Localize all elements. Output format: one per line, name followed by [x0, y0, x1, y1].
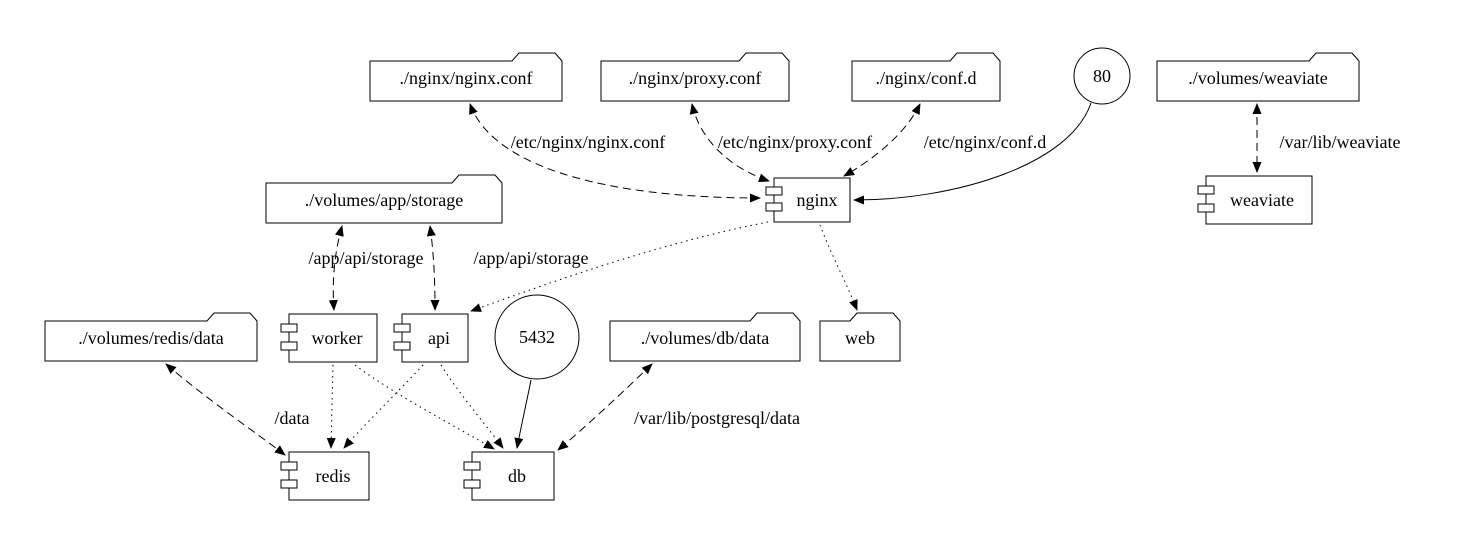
- folder-icon: [44, 312, 258, 362]
- component-tab-icon: [280, 461, 298, 471]
- edge-label-proxy-conf-mount: /etc/nginx/proxy.conf: [718, 132, 872, 152]
- edge-worker-db: [354, 364, 495, 450]
- node-weaviate: weaviate: [1197, 175, 1313, 225]
- node-worker: worker: [280, 313, 378, 363]
- node-api: api: [393, 313, 469, 363]
- component-tab-icon: [765, 202, 783, 212]
- node-web: web: [819, 312, 901, 362]
- node-label: ./volumes/db/data: [641, 328, 769, 348]
- node-label: ./nginx/nginx.conf: [400, 68, 533, 88]
- node-volumes-db-data: ./volumes/db/data: [609, 312, 801, 362]
- folder-icon: [851, 52, 1001, 102]
- component-tab-icon: [280, 479, 298, 489]
- component-tab-icon: [280, 341, 298, 351]
- component-tab-icon: [463, 461, 481, 471]
- node-proxy-conf: ./nginx/proxy.conf: [600, 52, 790, 102]
- node-label: 80: [1093, 66, 1111, 86]
- component-tab-icon: [463, 479, 481, 489]
- node-label: weaviate: [1230, 190, 1294, 210]
- component-icon: [288, 313, 378, 363]
- node-label: api: [428, 328, 450, 348]
- edge-conf-d-nginx: [843, 103, 921, 177]
- nodes: ./nginx/nginx.conf ./nginx/proxy.conf ./…: [44, 47, 1360, 501]
- node-nginx-conf: ./nginx/nginx.conf: [369, 52, 563, 102]
- folder-icon: [600, 52, 790, 102]
- edge-api-db: [440, 364, 504, 449]
- edge-proxy-conf-nginx: [689, 103, 770, 183]
- node-label: ./volumes/app/storage: [305, 190, 463, 210]
- folder-icon: [819, 312, 901, 362]
- node-label: ./volumes/redis/data: [78, 328, 223, 348]
- component-tab-icon: [393, 323, 411, 333]
- node-label: redis: [316, 466, 351, 486]
- folder-icon: [369, 52, 563, 102]
- component-tab-icon: [393, 341, 411, 351]
- node-port-5432: 5432: [494, 294, 580, 380]
- edge-label-db-mount: /var/lib/postgresql/data: [634, 408, 800, 428]
- edge-label-nginx-conf-mount: /etc/nginx/nginx.conf: [511, 132, 665, 152]
- node-volumes-weaviate: ./volumes/weaviate: [1156, 52, 1360, 102]
- node-label: ./nginx/conf.d: [876, 68, 977, 88]
- port-circle-icon: [1073, 47, 1131, 105]
- edge-db-data-db: [557, 363, 653, 451]
- node-label: ./nginx/proxy.conf: [629, 68, 762, 88]
- component-tab-icon: [1197, 185, 1215, 195]
- folder-icon: [1156, 52, 1360, 102]
- node-label: ./volumes/weaviate: [1188, 68, 1327, 88]
- component-icon: [401, 313, 469, 363]
- component-icon: [1205, 175, 1313, 225]
- edge-app-storage-worker: [328, 225, 344, 311]
- edge-port80-nginx: [853, 102, 1092, 205]
- component-icon: [773, 177, 851, 223]
- node-label: web: [845, 328, 875, 348]
- node-label: db: [508, 466, 526, 486]
- component-tab-icon: [1197, 203, 1215, 213]
- edge-label-conf-d-mount: /etc/nginx/conf.d: [924, 132, 1046, 152]
- node-volumes-app-storage: ./volumes/app/storage: [265, 174, 503, 224]
- node-conf-d: ./nginx/conf.d: [851, 52, 1001, 102]
- port-circle-icon: [494, 294, 580, 380]
- edge-label-app-storage-api-mount: /app/api/storage: [474, 248, 589, 268]
- node-label: worker: [312, 328, 363, 348]
- node-volumes-redis-data: ./volumes/redis/data: [44, 312, 258, 362]
- node-nginx: nginx: [765, 177, 851, 223]
- edge-label-app-storage-worker-mount: /app/api/storage: [309, 248, 424, 268]
- edge-port5432-db: [514, 379, 532, 449]
- edge-label-redis-mount: /data: [275, 408, 310, 428]
- edge-redis-data-redis: [165, 363, 286, 456]
- node-redis: redis: [280, 451, 370, 501]
- edge-api-redis: [343, 364, 424, 449]
- node-port-80: 80: [1073, 47, 1131, 105]
- node-label: nginx: [796, 190, 837, 210]
- edge-nginx-conf-nginx: [469, 103, 761, 203]
- edges: [165, 102, 1262, 456]
- component-icon: [471, 451, 555, 501]
- edge-nginx-api: [470, 221, 769, 312]
- component-icon: [288, 451, 370, 501]
- edge-labels: /etc/nginx/nginx.conf /etc/nginx/proxy.c…: [275, 132, 1401, 428]
- folder-icon: [265, 174, 503, 224]
- edge-label-weaviate-mount: /var/lib/weaviate: [1280, 132, 1401, 152]
- node-db: db: [463, 451, 555, 501]
- edge-worker-redis: [326, 364, 336, 449]
- folder-icon: [609, 312, 801, 362]
- component-tab-icon: [280, 323, 298, 333]
- edge-nginx-web: [819, 224, 858, 311]
- component-tab-icon: [765, 186, 783, 196]
- node-label: 5432: [519, 327, 555, 347]
- edge-app-storage-api: [426, 225, 440, 311]
